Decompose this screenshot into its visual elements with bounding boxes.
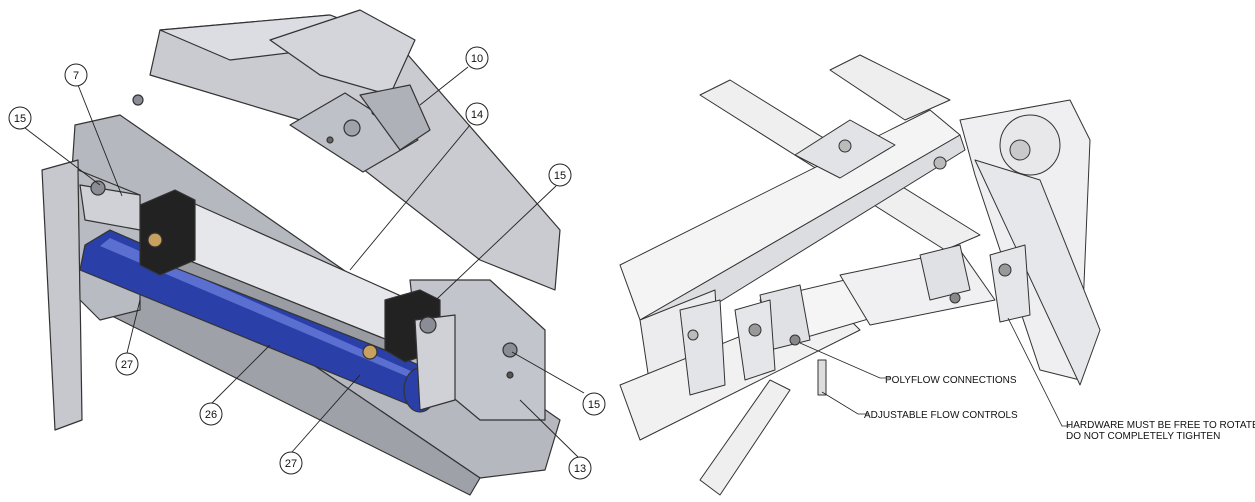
callout-26: 26 bbox=[199, 402, 223, 426]
left-vertical-plate bbox=[41, 159, 83, 431]
callout-14: 14 bbox=[465, 102, 489, 126]
rod-clevis-right bbox=[414, 314, 456, 411]
callout-13: 13 bbox=[568, 456, 592, 480]
support-leg bbox=[699, 379, 791, 496]
left-assembly bbox=[41, 9, 561, 496]
clevis-nut-left bbox=[748, 323, 762, 337]
swivel-hub bbox=[1009, 139, 1031, 161]
callout-label: 10 bbox=[471, 53, 483, 65]
blue-cylinder-highlight bbox=[100, 238, 420, 382]
right-clevis-right bbox=[989, 244, 1031, 323]
callout-label: 7 bbox=[73, 70, 79, 82]
bracket-hole bbox=[506, 371, 514, 379]
right-leaders bbox=[799, 317, 1070, 427]
mount-hole bbox=[326, 136, 334, 144]
bracket-bolt-top bbox=[132, 94, 144, 106]
cylinder-end-cap-left bbox=[139, 189, 196, 276]
callout-10: 10 bbox=[465, 46, 489, 70]
hardware-note-line2: DO NOT COMPLETELY TIGHTEN bbox=[1066, 431, 1220, 442]
mount-bolt bbox=[343, 119, 361, 137]
left-bracket-bolt bbox=[687, 329, 699, 341]
right-cylinder-cap-a bbox=[919, 244, 971, 301]
callout-label: 27 bbox=[285, 458, 297, 470]
callout-27-b: 27 bbox=[279, 451, 303, 475]
flow-control-stem bbox=[817, 359, 827, 396]
hardware-note-line1: HARDWARE MUST BE FREE TO ROTATE bbox=[1066, 420, 1255, 431]
fitting-left bbox=[147, 232, 163, 248]
polyflow-note: POLYFLOW CONNECTIONS bbox=[885, 375, 1017, 386]
clevis-pin-left bbox=[90, 180, 106, 196]
swivel-wheel bbox=[999, 114, 1061, 176]
callout-label: 15 bbox=[554, 170, 566, 182]
right-cylinder-barrel bbox=[839, 249, 996, 326]
frame-bolt bbox=[933, 156, 947, 170]
left-bracket-plate bbox=[679, 299, 726, 396]
callout-label: 15 bbox=[14, 113, 26, 125]
right-clevis-left bbox=[734, 299, 776, 381]
callout-15-a: 15 bbox=[8, 106, 32, 130]
clevis-nut-right bbox=[998, 263, 1012, 277]
right-angle-support bbox=[974, 159, 1101, 386]
callout-15-c: 15 bbox=[582, 392, 606, 416]
callout-label: 15 bbox=[588, 399, 600, 411]
bracket-bolt bbox=[502, 342, 518, 358]
left-leaders bbox=[24, 66, 585, 458]
callout-label: 26 bbox=[205, 409, 217, 421]
top-beam bbox=[829, 54, 951, 121]
callout-7: 7 bbox=[64, 63, 88, 87]
clevis-pin-right bbox=[419, 316, 437, 334]
callout-27-a: 27 bbox=[115, 352, 139, 376]
callout-label: 13 bbox=[574, 463, 586, 475]
flow-controls-note: ADJUSTABLE FLOW CONTROLS bbox=[864, 410, 1018, 421]
callout-15-b: 15 bbox=[548, 163, 572, 187]
fitting-right bbox=[362, 344, 378, 360]
right-notes: POLYFLOW CONNECTIONS ADJUSTABLE FLOW CON… bbox=[864, 375, 1255, 442]
polyflow-fitting-a bbox=[789, 334, 801, 346]
left-callouts: 15 7 10 14 15 27 26 27 bbox=[8, 46, 606, 480]
callout-label: 14 bbox=[471, 109, 483, 121]
gusset-plate bbox=[359, 84, 431, 151]
right-assembly bbox=[619, 54, 1101, 496]
callout-label: 27 bbox=[121, 359, 133, 371]
right-mount-bolt bbox=[838, 139, 852, 153]
polyflow-fitting-b bbox=[949, 292, 961, 304]
rear-flange bbox=[269, 9, 416, 96]
